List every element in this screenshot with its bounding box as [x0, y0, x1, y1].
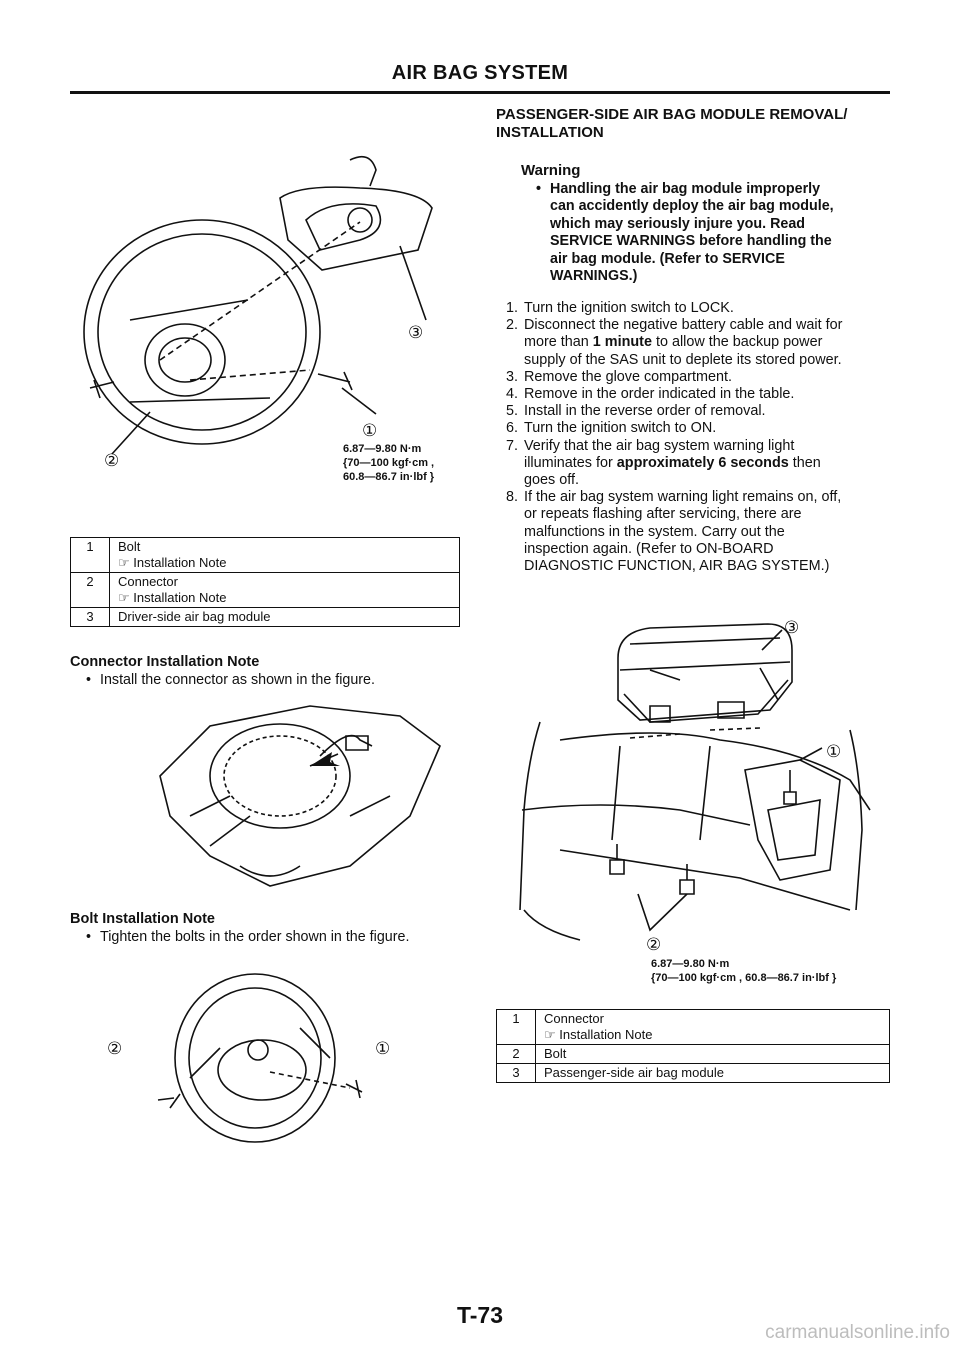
- step-item-cont: illuminates for approximately 6 seconds …: [524, 454, 821, 471]
- step-item: 4.Remove in the order indicated in the t…: [506, 386, 795, 403]
- procedure-steps: 1.Turn the ignition switch to LOCK. 2.Di…: [506, 300, 890, 575]
- torque-spec-left-3: 60.8—86.7 in·lbf }: [343, 471, 435, 483]
- step-item: 1.Turn the ignition switch to LOCK.: [506, 300, 734, 316]
- warning-heading: Warning: [521, 162, 581, 179]
- connector-note-body: • Install the connector as shown in the …: [86, 672, 375, 688]
- step-item-cont: more than 1 minute to allow the backup p…: [524, 334, 823, 351]
- step-item-cont: DIAGNOSTIC FUNCTION, AIR BAG SYSTEM.): [524, 558, 830, 575]
- bullet-icon: •: [86, 672, 92, 688]
- torque-spec-right-1: 6.87—9.80 N·m: [651, 958, 730, 970]
- warning-line: •Handling the air bag module improperly: [536, 181, 821, 197]
- step-item-cont: goes off.: [524, 472, 579, 489]
- bolt-note-body: • Tighten the bolts in the order shown i…: [86, 929, 410, 945]
- warning-line: which may seriously injure you. Read: [550, 215, 806, 232]
- callout-1-right: ①: [826, 742, 842, 761]
- section-title: PASSENGER-SIDE AIR BAG MODULE REMOVAL/ I…: [496, 106, 848, 141]
- step-item: 2.Disconnect the negative battery cable …: [506, 317, 843, 334]
- page-header-title: AIR BAG SYSTEM: [391, 62, 569, 84]
- torque-spec-left-2: {70—100 kgf·cm ,: [343, 457, 435, 469]
- step-item-cont: malfunctions in the system. Carry out th…: [524, 523, 785, 540]
- callout-3-left: ③: [408, 323, 424, 342]
- bullet-icon: •: [86, 929, 92, 945]
- watermark-text: carmanualsonline.info: [765, 1322, 950, 1343]
- steering-wheel-figure: [70, 150, 450, 500]
- bolt-order-figure: [150, 968, 380, 1158]
- step-item: 8.If the air bag system warning light re…: [506, 489, 842, 506]
- warning-line: air bag module. (Refer to SERVICE: [550, 250, 785, 267]
- bullet-icon: •: [536, 181, 542, 197]
- step-item: 3.Remove the glove compartment.: [506, 368, 732, 385]
- callout-2-right: ②: [646, 935, 662, 954]
- passenger-airbag-figure: [500, 610, 890, 960]
- warning-line: SERVICE WARNINGS before handling the: [550, 233, 832, 250]
- callout-1-left: ①: [362, 421, 378, 440]
- warning-line: can accidently deploy the air bag module…: [550, 198, 834, 215]
- step-item-cont: supply of the SAS unit to deplete its st…: [524, 351, 842, 368]
- warning-body: •Handling the air bag module improperly …: [536, 181, 886, 285]
- bolt-callout-2: ②: [107, 1039, 123, 1058]
- bolt-note-title: Bolt Installation Note: [70, 911, 215, 927]
- connector-figure: [150, 696, 450, 896]
- connector-note-title: Connector Installation Note: [70, 654, 260, 670]
- warning-line: WARNINGS.): [550, 268, 638, 285]
- callout-2-left: ②: [104, 451, 120, 470]
- step-item: 6.Turn the ignition switch to ON.: [506, 420, 717, 437]
- bolt-callout-1: ①: [375, 1039, 391, 1058]
- torque-spec-left-1: 6.87—9.80 N·m: [343, 443, 422, 455]
- step-item: 7.Verify that the air bag system warning…: [506, 437, 795, 454]
- step-item-cont: inspection again. (Refer to ON-BOARD: [524, 540, 774, 557]
- header-rule: [70, 91, 890, 94]
- page-number: T-73: [456, 1302, 504, 1328]
- step-item: 5.Install in the reverse order of remova…: [506, 403, 766, 420]
- torque-spec-right-2: {70—100 kgf·cm , 60.8—86.7 in·lbf }: [651, 972, 837, 984]
- callout-3-right: ③: [784, 618, 800, 637]
- step-item-cont: or repeats flashing after servicing, the…: [524, 506, 802, 523]
